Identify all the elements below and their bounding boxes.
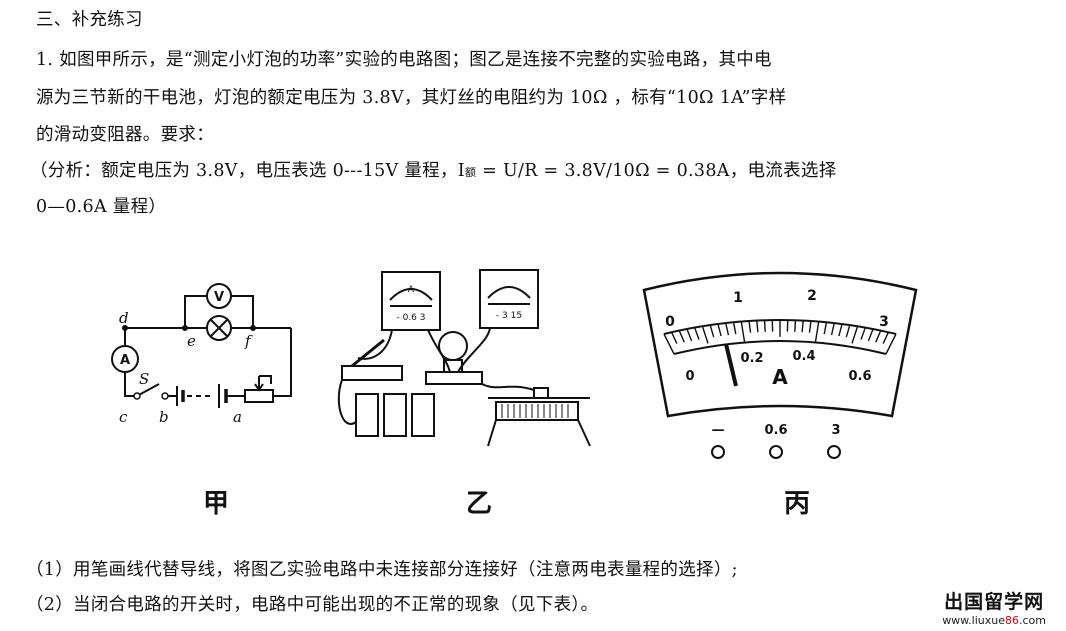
analysis-text-a: （分析：额定电压为 3.8V，电压表选 0---15V 量程，I [30, 161, 465, 181]
label-s: S [139, 370, 149, 388]
label-f: f [244, 332, 253, 350]
meter-tick [823, 322, 828, 335]
figure-yi-apparatus: A - 0.6 3 - 3 15 [328, 262, 623, 452]
analysis-text-b: = U/R = 3.8V/10Ω = 0.38A，电流表选择 [476, 161, 837, 181]
caption-yi: 乙 [466, 489, 493, 519]
watermark-url-b: 86 [1005, 614, 1019, 627]
label-d: d [119, 309, 129, 327]
meter-tick [756, 320, 759, 333]
figure-jia-circuit: d e f S c b a A V [95, 280, 305, 430]
problem-line-1: 1. 如图甲所示，是“测定小灯泡的功率”实验的电路图；图乙是连接不完整的实验电路… [36, 50, 772, 70]
terminal-label-2: 3 [831, 423, 840, 438]
watermark-url: www.liuxue86.com [942, 614, 1046, 627]
label-c: c [119, 408, 128, 426]
yi-ammeter-terminals: - 0.6 3 [396, 313, 425, 323]
voltmeter-letter: V [214, 290, 224, 305]
caption-jia: 甲 [203, 489, 230, 519]
bottom-scale-0: 0 [685, 369, 694, 384]
meter-tick [838, 324, 843, 337]
label-e: e [187, 332, 196, 350]
meter-tick [763, 320, 766, 332]
problem-line-2: 源为三节新的干电池，灯泡的额定电压为 3.8V，其灯丝的电阻约为 10Ω ，标有… [36, 88, 787, 108]
figure-bing-meter: 0 1 2 3 0 0.2 0.4 0.6 A — 0.6 3 [640, 270, 920, 470]
top-scale-0: 0 [665, 314, 675, 330]
yi-voltmeter-terminals: - 3 15 [496, 311, 522, 321]
terminal-0-6 [769, 445, 783, 459]
watermark-url-c: .com [1019, 614, 1046, 627]
meter-tick [860, 328, 866, 340]
site-watermark: 出国留学网 www.liuxue86.com [942, 587, 1046, 627]
meter-tick [808, 321, 812, 333]
bottom-scale-3: 0.6 [848, 369, 871, 384]
meter-tick [702, 326, 709, 344]
yi-ammeter-symbol: A [408, 285, 415, 295]
meter-unit: A [772, 365, 788, 389]
meter-tick [717, 324, 722, 337]
section-title: 三、补充练习 [36, 10, 143, 30]
apparatus-svg: A - 0.6 3 - 3 15 [337, 269, 591, 447]
meter-tick [725, 323, 730, 336]
meter-tick [814, 321, 820, 343]
problem-line-3: 的滑动变阻器。要求： [36, 125, 214, 145]
ammeter-symbol [111, 345, 139, 373]
meter-tick [867, 329, 874, 342]
meter-tick [794, 320, 797, 332]
meter-tick [875, 330, 882, 343]
terminal-label-1: 0.6 [764, 423, 787, 438]
meter-tick [830, 323, 835, 336]
terminal-3 [827, 445, 841, 459]
watermark-url-a: www.liuxue [942, 614, 1005, 627]
label-a: a [233, 408, 242, 426]
watermark-cn: 出国留学网 [944, 591, 1045, 613]
terminal-label-0: — [712, 423, 725, 438]
label-b: b [159, 408, 169, 426]
meter-tick [694, 328, 700, 340]
circuit-diagram-svg: d e f S c b a A V [111, 283, 292, 426]
analysis-line-2: 0—0.6A 量程） [36, 197, 167, 217]
meter-tick [678, 330, 685, 343]
meter-tick [845, 325, 851, 338]
meter-tick [801, 320, 804, 333]
bottom-scale-2: 0.4 [792, 349, 815, 364]
analysis-line-1: （分析：额定电压为 3.8V，电压表选 0---15V 量程，I额 = U/R … [30, 157, 837, 182]
meter-needle [724, 343, 738, 387]
question-2: （2）当闭合电路的开关时，电路中可能出现的不正常的现象（见下表）。 [26, 595, 599, 615]
top-scale-2: 2 [807, 288, 817, 304]
meter-tick [709, 325, 715, 338]
meter-tick [851, 326, 858, 344]
meter-tick [882, 332, 889, 344]
caption-bing: 丙 [784, 489, 811, 519]
meter-face-svg: 0 1 2 3 0 0.2 0.4 0.6 A — 0.6 3 [642, 271, 918, 459]
meter-tick [663, 333, 675, 355]
top-scale-3: 3 [879, 314, 889, 330]
top-scale-1: 1 [733, 290, 743, 306]
question-1: （1）用笔画线代替导线，将图乙实验电路中未连接部分连接好（注意两电表量程的选择）… [26, 560, 738, 580]
meter-tick [885, 333, 897, 355]
meter-tick [686, 329, 693, 342]
terminal-negative [711, 445, 725, 459]
ammeter-letter: A [120, 353, 130, 368]
meter-tick [671, 332, 678, 344]
bottom-scale-1: 0.2 [740, 351, 763, 366]
meter-tick [740, 321, 746, 343]
analysis-subscript: 额 [464, 166, 477, 179]
meter-tick [732, 322, 737, 335]
meter-tick [748, 321, 752, 333]
